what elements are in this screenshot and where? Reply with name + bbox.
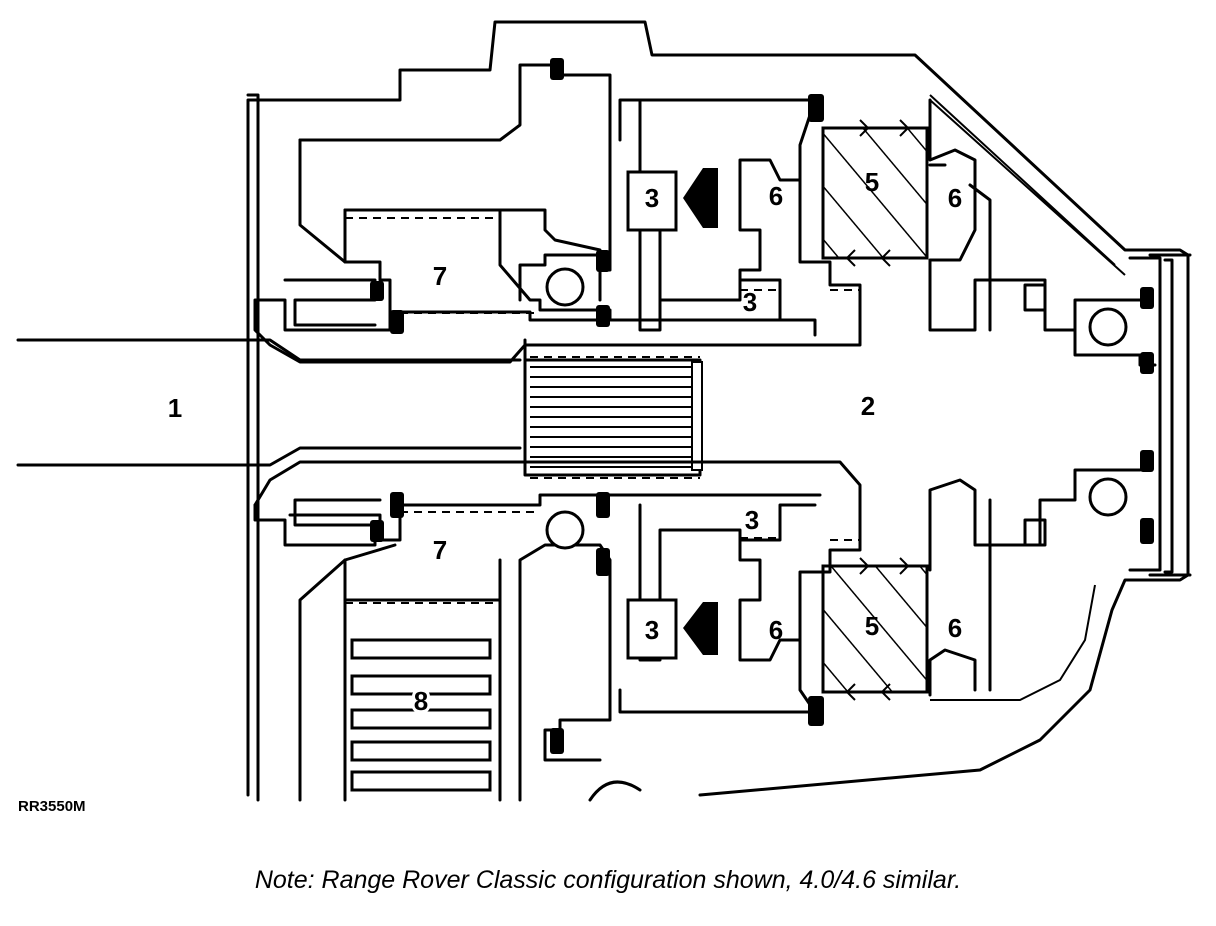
callout-6-lower-left: 6 — [769, 615, 783, 645]
callouts: 1 2 3 3 3 3 5 5 6 6 6 6 7 7 8 — [168, 167, 962, 719]
callout-6-upper-right: 6 — [948, 183, 962, 213]
callout-7-upper: 7 — [433, 261, 447, 291]
callout-7-lower: 7 — [433, 535, 447, 565]
callout-3-upper-small: 3 — [743, 287, 757, 317]
callout-5-upper: 5 — [865, 167, 879, 197]
callout-3-upper: 3 — [645, 183, 659, 213]
cooler-fins — [350, 638, 492, 792]
caption-note: Note: Range Rover Classic configuration … — [254, 866, 962, 894]
callout-8: 8 — [414, 686, 428, 716]
input-shaft — [16, 338, 522, 467]
reference-code: RR3550M — [18, 798, 86, 815]
callout-5-lower: 5 — [865, 611, 879, 641]
splined-hub — [523, 338, 703, 479]
outer-housing — [246, 20, 1192, 802]
callout-1: 1 — [168, 393, 182, 423]
callout-6-upper-left: 6 — [769, 181, 783, 211]
upper-assembly — [253, 63, 1157, 367]
callout-3-lower: 3 — [645, 615, 659, 645]
lower-assembly — [253, 460, 1142, 802]
seals — [370, 58, 1154, 754]
callout-2: 2 — [861, 391, 875, 421]
callout-6-lower-right: 6 — [948, 613, 962, 643]
callout-3-lower-small: 3 — [745, 505, 759, 535]
